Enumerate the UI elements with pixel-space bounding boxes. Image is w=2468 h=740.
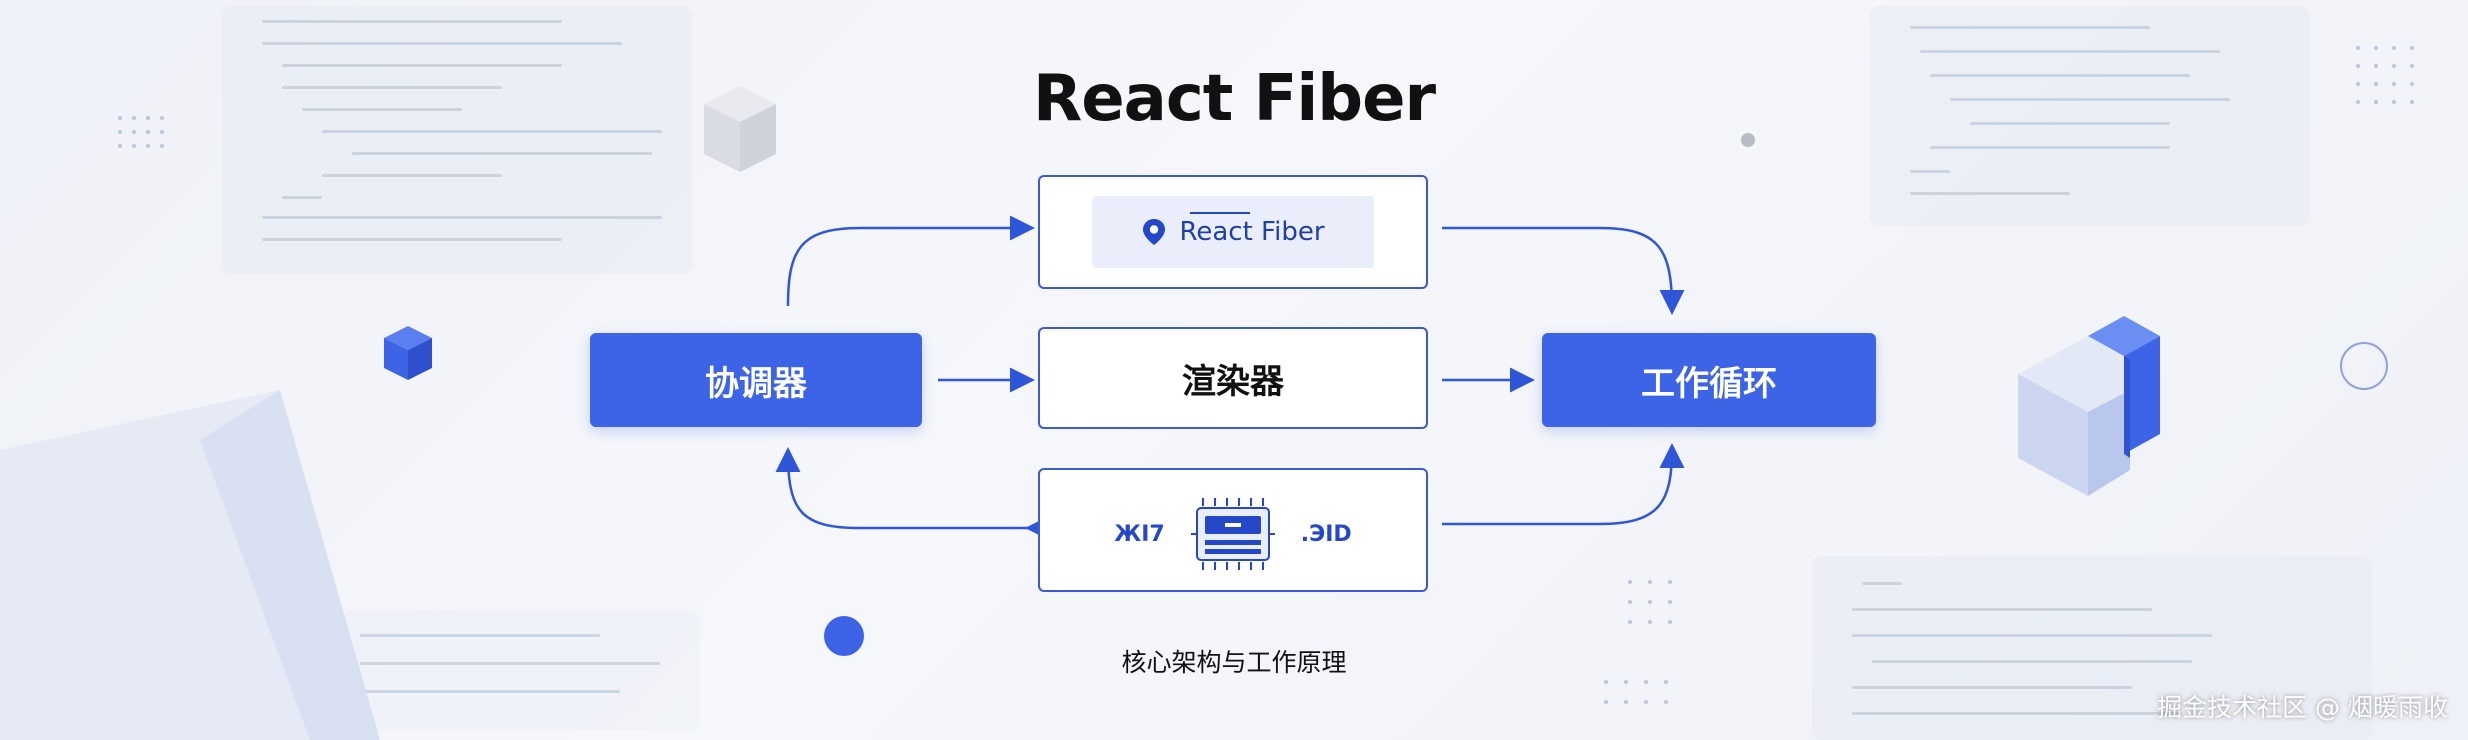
- fiber-card-underline: [1190, 212, 1250, 214]
- fiber-card: React Fiber: [1092, 196, 1374, 268]
- dot-grid-bottom-center-2: [1604, 680, 1668, 704]
- dot-grid-right-top: [2356, 46, 2414, 104]
- node-work-loop: 工作循环: [1542, 333, 1876, 427]
- code-panel-top-left: [222, 6, 692, 274]
- node-renderer: 渲染器: [1038, 327, 1428, 429]
- dot-grid-left: [118, 116, 164, 148]
- arrow-chip-to-reconciler: [775, 447, 1050, 541]
- blue-dot-shape: [824, 616, 864, 656]
- code-panel-top-right: [1870, 6, 2310, 226]
- node-reconciler-label: 协调器: [705, 363, 807, 404]
- arrow-fiber-to-work-loop: [1442, 226, 1685, 315]
- code-panel-bottom-right: [1812, 556, 2372, 740]
- fiber-card-label: React Fiber: [1179, 217, 1325, 247]
- grey-dot-shape: [1741, 133, 1755, 147]
- chip-row: ЖΙ7 .ЭID: [1038, 468, 1428, 600]
- dot-grid-bottom-center: [1628, 580, 1672, 624]
- node-renderer-label: 渲染器: [1182, 361, 1284, 402]
- arrow-chip-to-work-loop: [1442, 443, 1685, 526]
- diagram-title: React Fiber: [1032, 62, 1436, 136]
- grey-cube-shape: [704, 86, 776, 172]
- code-panel-bottom-left: [340, 610, 700, 730]
- node-work-loop-label: 工作循环: [1641, 363, 1777, 404]
- diagram-subtitle: 核心架构与工作原理: [1121, 648, 1347, 677]
- chip-icon: [1190, 498, 1275, 570]
- location-pin-icon: [1143, 219, 1166, 245]
- arrow-reconciler-to-fiber: [786, 215, 1035, 307]
- pale-triangle-edge-shape: [200, 390, 380, 740]
- blue-cube-shape: [384, 326, 432, 380]
- ring-shape: [2340, 342, 2388, 390]
- watermark-text: 掘金技术社区 @ 烟暖雨收: [2157, 693, 2448, 722]
- node-reconciler: 协调器: [590, 333, 922, 427]
- chip-left-label: ЖΙ7: [1114, 521, 1165, 547]
- block-3d-shape: [2018, 316, 2160, 496]
- chip-right-label: .ЭID: [1300, 521, 1352, 547]
